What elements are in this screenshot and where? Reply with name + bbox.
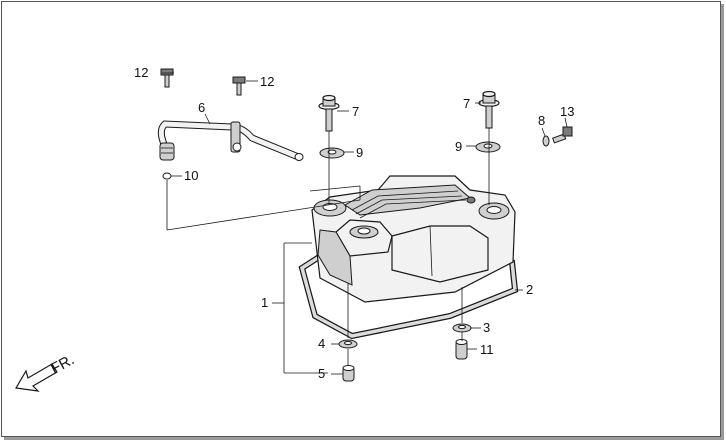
callout-9-left: 9 (356, 145, 363, 160)
washer-9-left-part (319, 147, 345, 159)
front-arrow-icon (15, 363, 58, 392)
callout-4: 4 (318, 336, 325, 351)
callout-labels: 12 12 6 7 7 9 9 8 13 10 1 2 3 4 11 5 (134, 65, 574, 381)
callout-2: 2 (526, 282, 533, 297)
callout-9-right: 9 (455, 139, 462, 154)
bolt-12-left-part (160, 68, 174, 88)
washer-3-part (452, 323, 472, 333)
callout-11: 11 (480, 342, 494, 357)
washer-4-part (338, 339, 358, 349)
breather-hose-part (157, 120, 304, 161)
leader-lines (162, 72, 568, 375)
dowel-5-part (342, 365, 355, 382)
callout-12-right: 12 (260, 74, 274, 89)
bolt-7-right-part (478, 90, 500, 129)
callout-13: 13 (560, 104, 574, 119)
washer-8-part (542, 135, 550, 147)
bolt-7-left-part (318, 94, 340, 132)
callout-8: 8 (538, 113, 545, 128)
callout-3: 3 (483, 320, 490, 335)
callout-7-right: 7 (463, 96, 470, 111)
washer-9-right-part (475, 141, 501, 153)
front-direction-indicator: FR. (15, 351, 77, 392)
bolt-13-part (552, 126, 573, 144)
callout-5: 5 (318, 366, 325, 381)
callout-10: 10 (184, 168, 198, 183)
bolt-12-right-part (232, 76, 246, 96)
callout-6: 6 (198, 100, 205, 115)
hose-clamp-part (162, 172, 172, 180)
callout-12-left: 12 (134, 65, 148, 80)
cylinder-head-cover-part (298, 175, 519, 340)
callout-1: 1 (261, 295, 268, 310)
callout-7-left: 7 (352, 104, 359, 119)
dowel-11-part (455, 339, 468, 360)
